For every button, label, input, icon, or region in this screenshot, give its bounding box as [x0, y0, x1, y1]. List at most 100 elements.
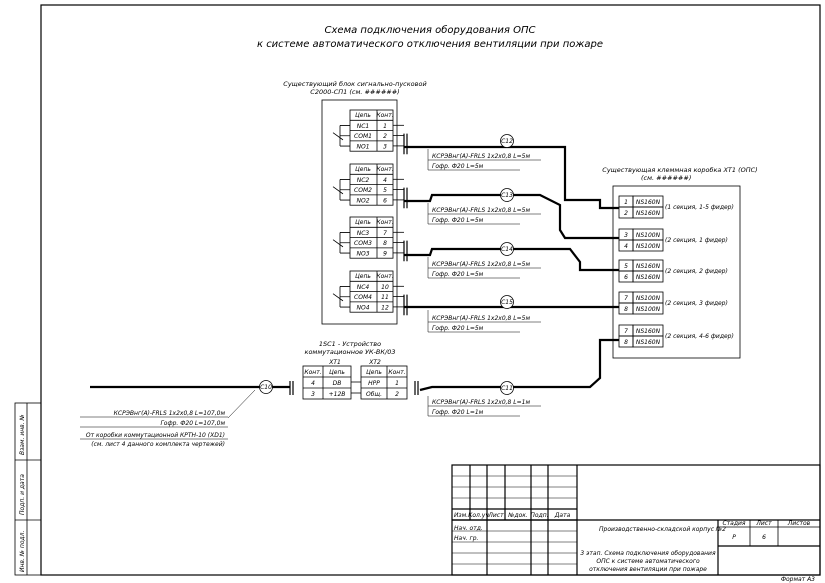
xt1-terminal-type: NS160N — [636, 210, 661, 217]
relay-circuit: COM1 — [354, 133, 372, 140]
uk-xt2-label: XT2 — [368, 359, 381, 366]
relay-contact-symbol — [332, 125, 350, 147]
cable-conduit: Гофр. Ф20 L=5м — [432, 163, 484, 170]
relay-header-circuit: Цепь — [355, 273, 371, 280]
stamp-stage-header: Стадия — [722, 520, 745, 527]
xt1-terminal-note: (2 секция, 2 фидер) — [665, 268, 728, 275]
xt1-terminal-note: (1 секция, 1-5 фидер) — [665, 204, 734, 211]
xt1-terminal-type: NS100N — [636, 232, 661, 239]
relay-circuit: NC2 — [357, 177, 370, 184]
xt1-outline — [612, 185, 741, 359]
run-c12 — [404, 145, 619, 210]
stamp-desc-1: 3 этап. Схема подключения оборудования — [580, 550, 716, 557]
cable-spec: КСРЭВнг(А)-FRLS 1х2х0,8 L=5м — [432, 315, 530, 322]
relay-contact: 7 — [383, 230, 387, 237]
xt1-terminal-type: NS160N — [636, 263, 661, 270]
xt1-terminal-number: 7 — [624, 295, 628, 302]
stamp-desc-2: ОПС к системе автоматического — [596, 558, 700, 565]
xt1-terminal-note: (2 секция, 1 фидер) — [665, 237, 728, 244]
cable-spec: КСРЭВнг(А)-FRLS 1х2х0,8 L=5м — [432, 261, 530, 268]
block-outline — [321, 99, 398, 325]
relay-header-contact: Конт. — [376, 219, 393, 226]
stamp-sheet-header: Лист — [755, 520, 772, 527]
uk-cell: +12В — [329, 391, 346, 398]
cable-spec: КСРЭВнг(А)-FRLS 1х2х0,8 L=1м — [432, 399, 530, 406]
c10-line-2: Гофр. Ф20 L=107,0м — [160, 420, 225, 427]
xt1-terminal-type: NS100N — [636, 306, 661, 313]
side-label-2: Подп. и дата — [19, 474, 26, 515]
relay-contact: 8 — [383, 240, 387, 247]
relay-contact: 4 — [383, 177, 387, 184]
cable-spec: КСРЭВнг(А)-FRLS 1х2х0,8 L=5м — [432, 153, 530, 160]
uk-cell: 1 — [395, 380, 399, 387]
stamp-header: Подп. — [530, 512, 548, 519]
xt1-terminal-row: 2 NS160N — [618, 206, 664, 219]
terminal-box-xt1: Существующая клеммная коробка ХТ1 (ОПС) … — [602, 166, 758, 359]
stamp-header: Изм. — [454, 512, 468, 519]
cable-id: С10 — [260, 384, 272, 391]
xt1-terminal-number: 2 — [624, 210, 628, 217]
stamp-project: Производственно-складской корпус №2 — [599, 526, 726, 533]
stamp-stage: Р — [732, 534, 736, 541]
cable-spec: КСРЭВнг(А)-FRLS 1х2х0,8 L=5м — [432, 207, 530, 214]
relay-circuit: NO2 — [356, 197, 369, 204]
stamp-desc-3: отключения вентиляции при пожаре — [589, 566, 707, 573]
xt1-terminal-number: 7 — [624, 328, 628, 335]
uk-header-circuit-2: Цепь — [366, 369, 382, 376]
relay-header-contact: Конт. — [376, 112, 393, 119]
cable-id: С12 — [501, 138, 513, 145]
uk-cell: 4 — [311, 380, 315, 387]
uk-xt1-label: XT1 — [328, 359, 341, 366]
stamp-role: Нач. отд. — [454, 525, 483, 532]
uk-cell: Общ. — [366, 391, 382, 398]
c10-line-4: (см. лист 4 данного комплекта чертежей) — [91, 441, 225, 448]
side-strip: Взам. инв. № Подп. и дата Инв. № подл. — [14, 402, 42, 576]
relay-circuit: NO3 — [356, 250, 369, 257]
uk-header-contact: Конт. — [304, 369, 321, 376]
xt1-terminal-row: 5 NS160N (2 секция, 2 фидер) — [618, 259, 728, 275]
cable-id: С13 — [501, 192, 513, 199]
c10-line-1: КСРЭВнг(А)-FRLS 1х2х0,8 L=107,0м — [114, 410, 226, 417]
xt1-terminal-note: (2 секция, 3 фидер) — [665, 300, 728, 307]
uk-header-contact-2: Конт. — [388, 369, 405, 376]
relay-contact: 1 — [383, 123, 387, 130]
xt1-terminal-type: NS160N — [636, 328, 661, 335]
xt1-terminal-type: NS160N — [636, 339, 661, 346]
stamp-header: Дата — [554, 512, 571, 519]
stamp-header: Лист — [487, 512, 504, 519]
side-label-1: Взам. инв. № — [19, 414, 26, 455]
relay-contact: 6 — [383, 197, 387, 204]
uk-cell: 3 — [311, 391, 315, 398]
run-c13 — [404, 193, 619, 240]
cable-tag-С10: С10 — [259, 380, 419, 395]
relay-header-circuit: Цепь — [355, 112, 371, 119]
relay-circuit: NC4 — [357, 284, 370, 291]
xt1-terminal-number: 6 — [624, 274, 628, 281]
stamp-sheets-header: Листов — [787, 520, 811, 527]
uk-caption-2: коммутационное УК-ВК/03 — [305, 348, 396, 356]
side-label-3: Инв. № подл. — [19, 531, 26, 572]
cable-conduit: Гофр. Ф20 L=5м — [432, 217, 484, 224]
relay-contact: 5 — [383, 187, 387, 194]
cable-id: С11 — [501, 385, 513, 392]
xt1-terminal-type: NS160N — [636, 274, 661, 281]
relay-circuit: COM3 — [354, 240, 372, 247]
relay-contact: 11 — [381, 294, 389, 301]
xt1-terminal-number: 5 — [624, 263, 628, 270]
run-c11 — [419, 338, 619, 392]
stamp-header: №док. — [507, 512, 528, 519]
block-caption-1: Существующий блок сигнально-пусковой — [283, 80, 426, 88]
xt1-terminal-type: NS100N — [636, 243, 661, 250]
xt1-terminal-type: NS160N — [636, 199, 661, 206]
cable-conduit: Гофр. Ф20 L=5м — [432, 271, 484, 278]
relay-contact-symbol — [332, 232, 350, 254]
